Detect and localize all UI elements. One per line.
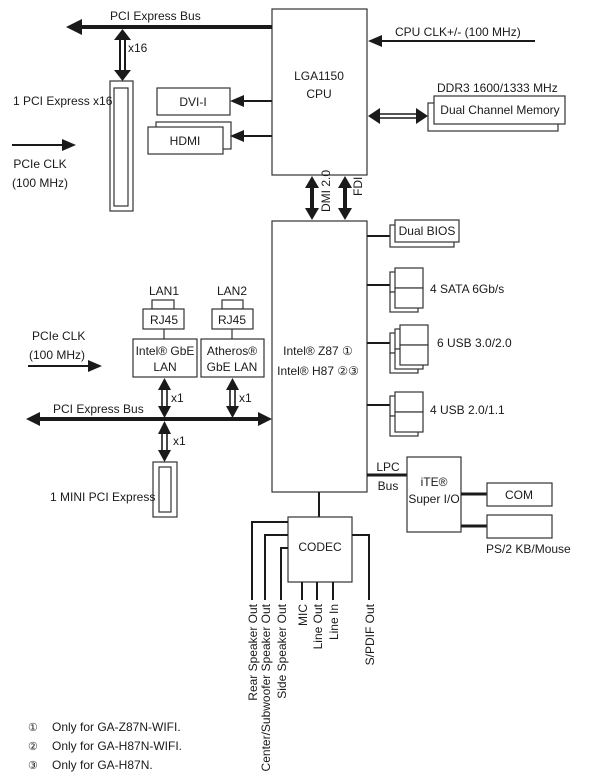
lan1-rj45-label: RJ45 bbox=[150, 313, 178, 327]
dvi-box bbox=[156, 87, 231, 116]
lan1-chip-label-2: LAN bbox=[153, 360, 176, 374]
pcie-clk-top-label-2: (100 MHz) bbox=[12, 176, 68, 190]
lpc-label-1: LPC bbox=[376, 460, 400, 474]
note-text-2: Only for GA-H87N-WIFI. bbox=[52, 739, 182, 753]
pci-bus-mid-label: PCI Express Bus bbox=[53, 402, 144, 416]
mini-pcie-slot bbox=[152, 461, 178, 518]
audio-lines bbox=[251, 521, 370, 600]
x1-mini-double-arrow bbox=[158, 421, 171, 462]
ps2-label: PS/2 KB/Mouse bbox=[486, 542, 571, 556]
pcie-clk-top-label-1: PCIe CLK bbox=[13, 157, 66, 171]
note-mark-3: ③ bbox=[28, 760, 38, 772]
lan2-label: LAN2 bbox=[217, 284, 247, 298]
superio-label-1: iTE® bbox=[421, 475, 448, 489]
ps2-box bbox=[486, 514, 553, 539]
lan2-chip-label-2: GbE LAN bbox=[207, 360, 258, 374]
cpu-label-2: CPU bbox=[306, 87, 331, 101]
memory-double-arrow bbox=[368, 108, 428, 124]
cpu-label-1: LGA1150 bbox=[294, 69, 344, 83]
codec-label: CODEC bbox=[298, 540, 342, 554]
usb2-label: 4 USB 2.0/1.1 bbox=[430, 403, 505, 417]
sata-label: 4 SATA 6Gb/s bbox=[430, 282, 504, 296]
pch-label-1: Intel® Z87 ① bbox=[283, 344, 353, 358]
cpu-clk-label: CPU CLK+/- (100 MHz) bbox=[395, 25, 521, 39]
com-label: COM bbox=[505, 488, 533, 502]
lpc-label-2: Bus bbox=[378, 479, 399, 493]
usb3-label: 6 USB 3.0/2.0 bbox=[437, 336, 512, 350]
pch-block: Intel® Z87 ① Intel® H87 ②③ bbox=[271, 220, 368, 493]
lan1-chip-box bbox=[132, 338, 198, 378]
note-text-3: Only for GA-H87N. bbox=[52, 758, 153, 772]
lan1-label: LAN1 bbox=[149, 284, 179, 298]
x1-lan1-double-arrow bbox=[158, 378, 171, 418]
x1-lan2-label: x1 bbox=[239, 391, 252, 405]
hdmi-box bbox=[147, 126, 224, 155]
lan2-chip-label-1: Atheros® bbox=[207, 344, 257, 358]
audio-output-rear: Rear Speaker Out bbox=[246, 603, 260, 700]
dmi-arrow bbox=[305, 176, 319, 220]
pch-label-2: Intel® H87 ②③ bbox=[277, 364, 359, 378]
lan2-chip-box bbox=[200, 338, 265, 378]
usb2-ports bbox=[389, 391, 424, 437]
lan1-chip-label-1: Intel® GbE bbox=[136, 344, 195, 358]
com-box bbox=[486, 482, 553, 507]
audio-output-line-in: Line In bbox=[327, 604, 341, 640]
dual-bios-label: Dual BIOS bbox=[399, 224, 456, 238]
fdi-label: FDI bbox=[351, 177, 365, 196]
note-mark-2: ② bbox=[28, 741, 38, 753]
cpu-block: LGA1150 CPU bbox=[271, 8, 368, 176]
memory-label: Dual Channel Memory bbox=[440, 103, 559, 117]
superio-label-2: Super I/O bbox=[408, 492, 459, 506]
dmi-label: DMI 2.0 bbox=[319, 170, 333, 212]
ddr3-label: DDR3 1600/1333 MHz bbox=[437, 81, 558, 95]
mini-pcie-label: 1 MINI PCI Express bbox=[50, 490, 155, 504]
pcie-x16-slot-label: 1 PCI Express x16 bbox=[13, 94, 113, 108]
pci-bus-mid-arrow bbox=[26, 412, 272, 426]
usb3-ports bbox=[389, 324, 429, 374]
x16-label: x16 bbox=[128, 41, 148, 55]
audio-output-center-sub: Center/Subwoofer Speaker Out bbox=[259, 603, 273, 771]
x1-lan2-double-arrow bbox=[226, 378, 239, 418]
dvi-label: DVI-I bbox=[179, 95, 206, 109]
pcie-clk-mid-label-2: (100 MHz) bbox=[29, 348, 85, 362]
lan1-jack bbox=[151, 299, 175, 310]
pcie-clk-mid-label-1: PCIe CLK bbox=[32, 329, 85, 343]
bios-box bbox=[394, 219, 460, 243]
hdmi-label: HDMI bbox=[170, 134, 201, 148]
x16-double-arrow bbox=[114, 29, 131, 81]
note-mark-1: ① bbox=[28, 722, 38, 734]
memory-box bbox=[433, 95, 566, 125]
superio-box bbox=[406, 456, 462, 533]
pci-bus-top-label: PCI Express Bus bbox=[110, 9, 201, 23]
audio-output-mic: MIC bbox=[296, 604, 310, 626]
footnotes: ① Only for GA-Z87N-WIFI. ② Only for GA-H… bbox=[28, 720, 182, 772]
x1-lan1-label: x1 bbox=[171, 391, 184, 405]
pcie-x16-slot bbox=[109, 80, 134, 212]
x1-mini-label: x1 bbox=[173, 434, 186, 448]
codec-box bbox=[287, 516, 353, 583]
lan2-jack bbox=[221, 299, 244, 310]
note-text-1: Only for GA-Z87N-WIFI. bbox=[52, 720, 181, 734]
lan2-rj45-label: RJ45 bbox=[218, 313, 246, 327]
sata-ports bbox=[389, 267, 424, 313]
audio-output-side: Side Speaker Out bbox=[275, 603, 289, 698]
audio-output-spdif: S/PDIF Out bbox=[363, 603, 377, 665]
audio-output-line-out: Line Out bbox=[311, 603, 325, 649]
fdi-arrow bbox=[338, 176, 352, 220]
